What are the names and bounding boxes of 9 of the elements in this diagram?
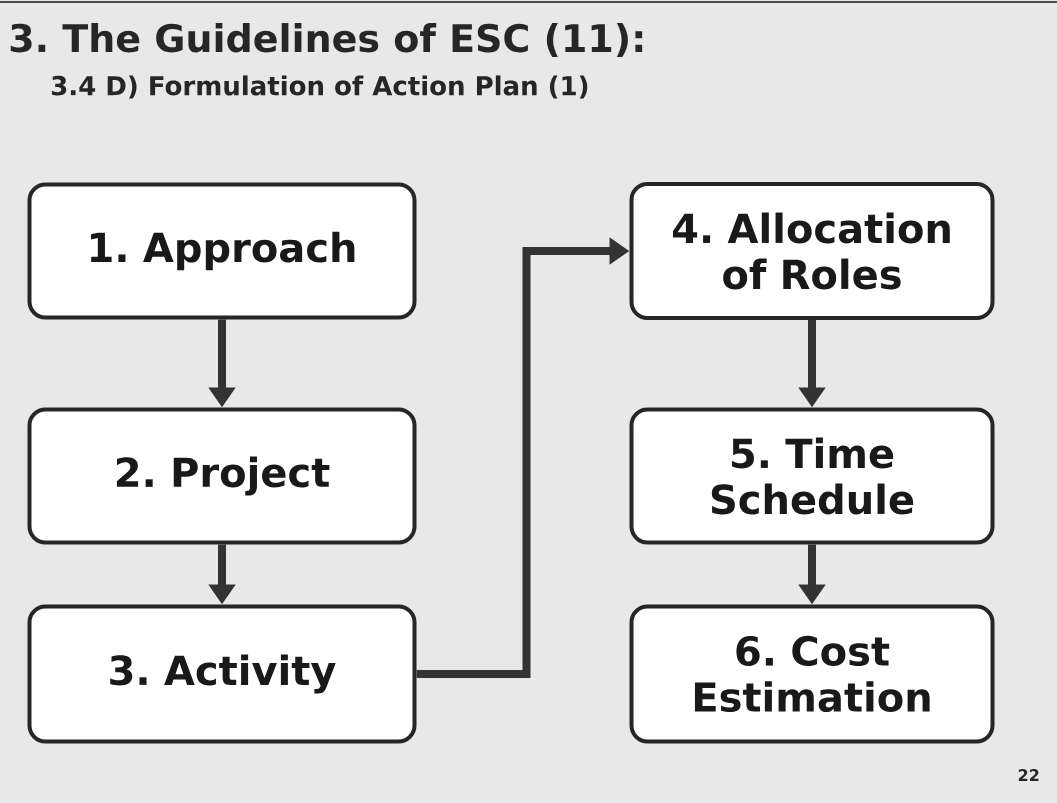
slide-title: 3. The Guidelines of ESC (11): [10, 23, 643, 57]
page-number: 22 [1018, 769, 1039, 781]
process-box: 6. Cost Estimation [629, 604, 995, 744]
process-box: 4. Allocation of Roles [629, 182, 995, 320]
process-box: 3. Activity [27, 604, 417, 744]
process-box: 2. Project [27, 407, 417, 545]
process-box: 5. Time Schedule [629, 407, 995, 545]
process-box: 1. Approach [27, 182, 417, 320]
slide-subtitle: 3.4 D) Formulation of Action Plan (1) [51, 75, 588, 99]
